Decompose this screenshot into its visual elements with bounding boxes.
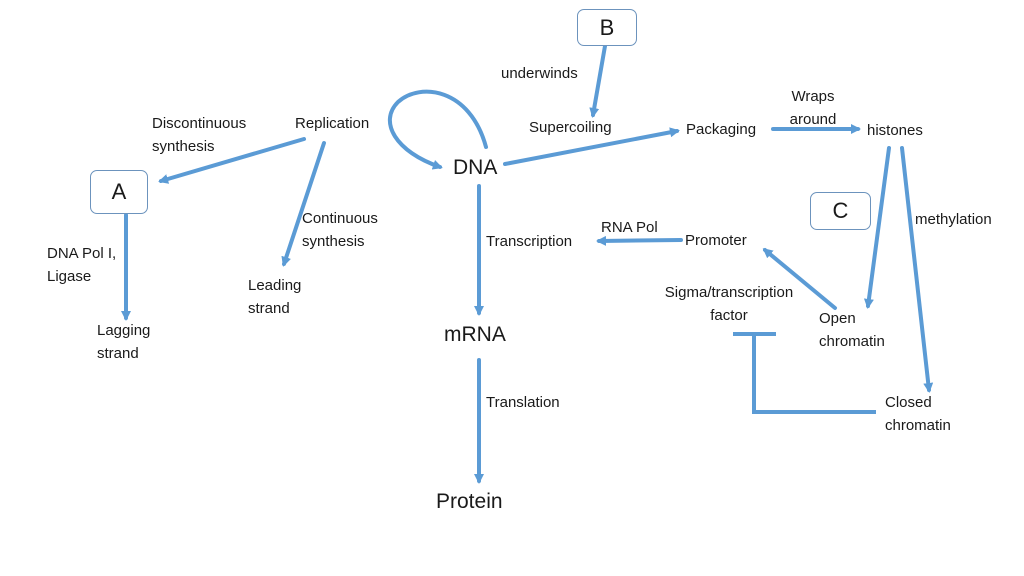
box-c: C (810, 192, 871, 230)
label-methylation: methylation (915, 211, 992, 228)
label-rna-pol: RNA Pol (601, 219, 658, 236)
node-supercoiling: Supercoiling (529, 119, 612, 136)
box-b: B (577, 9, 637, 46)
node-replication: Replication (295, 115, 370, 132)
node-open-chromatin: Open chromatin (819, 310, 885, 350)
node-mrna: mRNA (444, 323, 506, 346)
label-underwinds: underwinds (501, 65, 578, 82)
node-leading-strand: Leading strand (248, 277, 302, 317)
label-translation: Translation (486, 394, 560, 411)
node-lagging-strand: Lagging strand (97, 322, 151, 362)
node-histones: histones (867, 122, 923, 139)
edge-promoter-to-transcription (596, 235, 683, 246)
edge-dna-self-loop (387, 89, 488, 170)
node-sigma-factor: Sigma/transcription factor (664, 284, 794, 324)
edge-open-to-promoter (762, 248, 837, 310)
edge-b-to-supercoiling (589, 44, 607, 118)
node-protein: Protein (436, 490, 503, 513)
node-promoter: Promoter (685, 232, 747, 249)
box-a: A (90, 170, 148, 214)
label-dna-pol-ligase: DNA Pol I, Ligase (47, 245, 117, 285)
node-packaging: Packaging (686, 121, 757, 138)
node-closed-chromatin: Closed chromatin (885, 394, 951, 434)
edge-dna-to-packaging (503, 127, 680, 166)
node-transcription: Transcription (486, 233, 573, 250)
label-discontinuous-synthesis: Discontinuous synthesis (152, 115, 247, 155)
edge-replication-to-a (158, 137, 306, 184)
edge-histones-to-closed (900, 146, 934, 393)
edge-closed-inhibits-sigma (752, 335, 876, 414)
label-wraps-around: Wraps around (789, 88, 837, 128)
node-dna: DNA (453, 156, 498, 179)
label-continuous-synthesis: Continuous synthesis (302, 210, 378, 250)
edge-histones-to-open (863, 146, 891, 309)
edge-replication-to-leading (281, 141, 326, 267)
